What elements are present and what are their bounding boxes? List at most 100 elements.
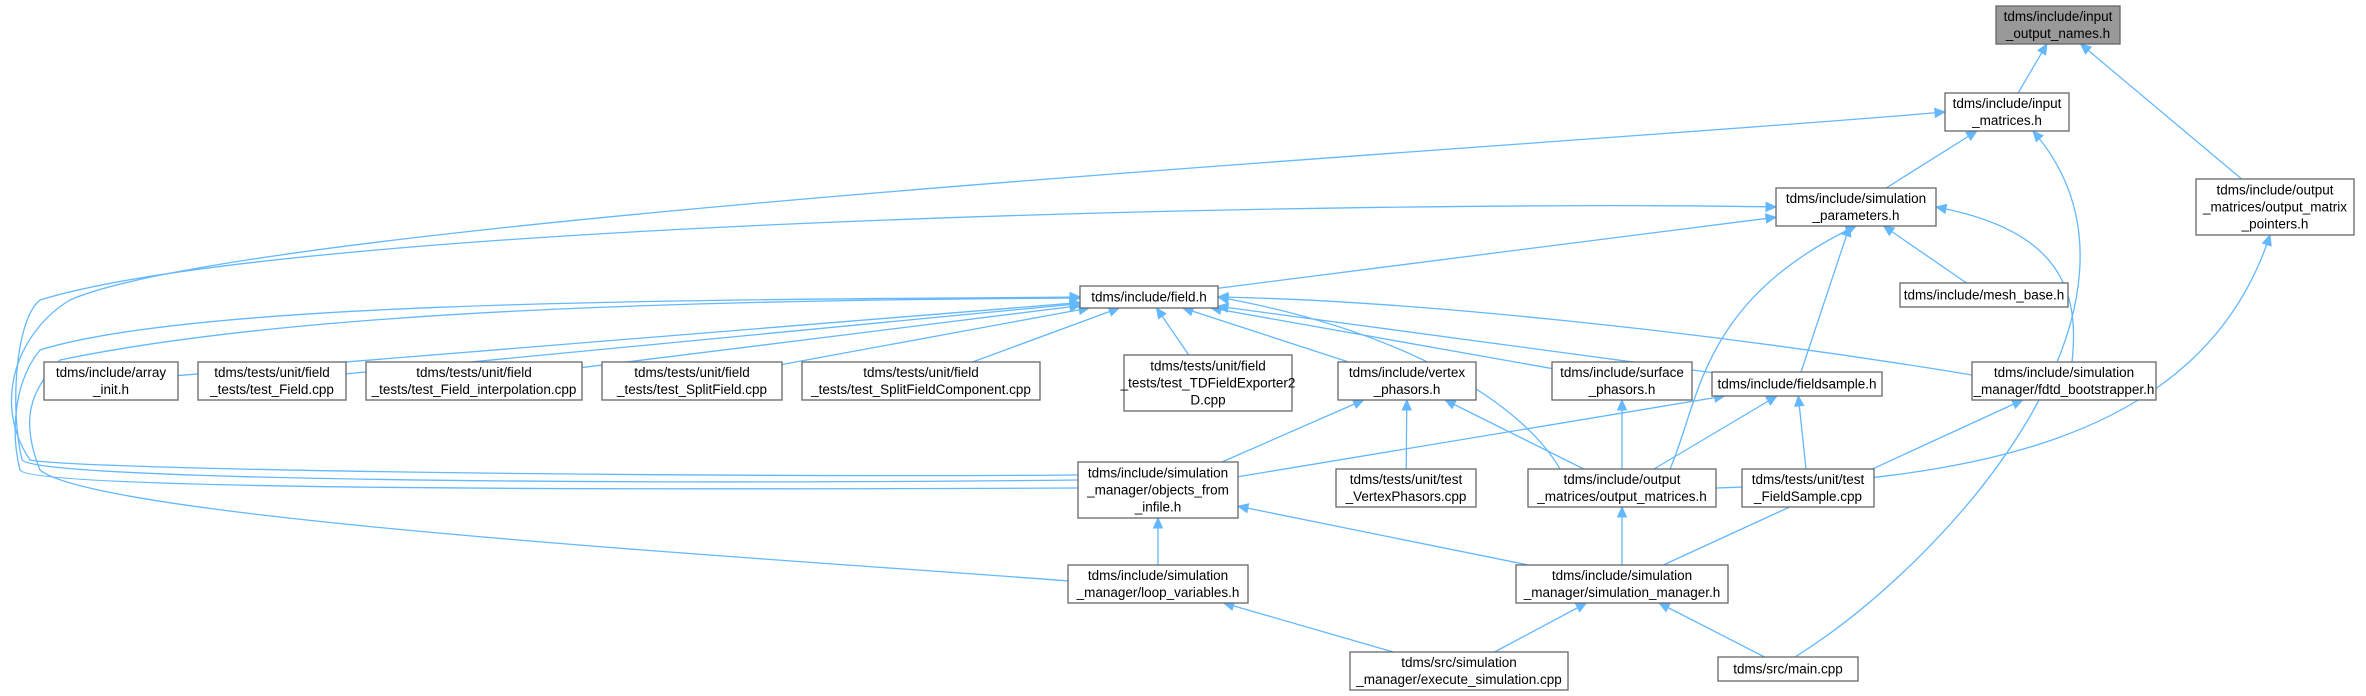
node-test-vertexphasors[interactable]: tdms/tests/unit/test_VertexPhasors.cpp [1335,468,1477,508]
edge-mesh_base-to-simulation_parameters [1882,225,1967,284]
edge-output_matrices-to-vertex_phasors [1444,399,1585,470]
edge-arrowhead [1616,505,1628,518]
node-test-tdfieldexporter[interactable]: tdms/tests/unit/field_tests/test_TDField… [1120,354,1296,412]
node-label: D.cpp [1190,393,1225,408]
node-label: _manager/simulation_manager.h [1523,585,1721,600]
edge-arrowhead [1236,503,1250,514]
node-fieldsample[interactable]: tdms/include/fieldsample.h [1711,371,1883,397]
edge-line [1885,130,1978,189]
edge-output_matrices-to-simulation_parameters [1669,225,1858,470]
node-label: tdms/include/simulation [1088,466,1228,481]
node-label: _phasors.h [1588,382,1656,397]
node-test-splitfield[interactable]: tdms/tests/unit/field_tests/test_SplitFi… [601,361,783,401]
edge-execute_simulation-to-simulation_manager [1494,602,1588,653]
edge-arrowhead [1934,107,1947,119]
edge-line [781,307,1090,366]
node-box [1741,468,1875,508]
edge-line [2080,43,2243,180]
node-label: _tests/test_Field_interpolation.cpp [371,382,577,397]
node-box [601,361,783,401]
node-box [1067,564,1249,604]
node-array-init[interactable]: tdms/include/array_init.h [43,361,179,401]
node-box [1944,92,2070,132]
edge-line [1182,307,1349,363]
node-box [365,361,583,401]
node-box [801,361,1041,401]
edge-simulation_manager-to-objects_from_infile [1236,503,1529,566]
edge-arrowhead [2010,399,2024,410]
node-label: tdms/include/vertex [1349,365,1466,380]
node-objects-from-infile[interactable]: tdms/include/simulation _manager/objects_… [1077,461,1239,519]
edge-line [1669,225,1857,470]
node-label: _manager/objects_from [1086,483,1229,498]
node-output-matrices[interactable]: tdms/include/output_matrices/output_matr… [1527,468,1717,508]
node-field[interactable]: tdms/include/field.h [1079,285,1219,309]
node-vertex-phasors[interactable]: tdms/include/vertex _phasors.h [1337,361,1477,401]
edge-execute_simulation-to-loop_variables [1222,600,1394,653]
edge-line [15,205,1777,483]
node-label: _output_names.h [2005,26,2110,41]
node-box [1515,564,1729,604]
node-simulation-parameters[interactable]: tdms/include/simulation_parameters.h [1775,187,1937,227]
node-label: tdms/src/simulation [1401,655,1517,670]
node-input-matrices[interactable]: tdms/include/input_matrices.h [1944,92,2070,132]
edge-line [1794,130,2081,658]
edge-arrowhead [1934,203,1948,215]
node-mesh-base[interactable]: tdms/include/mesh_base.h [1899,282,2069,308]
edge-output_matrices-to-fieldsample [1653,395,1778,470]
node-label: tdms/include/simulation [1786,191,1926,206]
node-box [2195,178,2355,236]
edge-line [1223,602,1394,653]
node-output-matrix-pointers[interactable]: tdms/include/output_matrices/output_matr… [2195,178,2355,236]
node-test-field-interp[interactable]: tdms/tests/unit/field_tests/test_Field_i… [365,361,583,401]
node-label: _tests/test_TDFieldExporter2 [1120,376,1296,391]
node-label: _matrices/output_matrices.h [1536,489,1707,504]
node-main[interactable]: tdms/src/main.cpp [1717,656,1859,682]
node-input-output-names[interactable]: tdms/include/input_output_names.h [1995,5,2121,45]
edge-line [1653,395,1778,470]
edge-arrowhead [2261,233,2272,247]
node-label: tdms/tests/unit/field [634,365,750,380]
edge-arrowhead [1216,293,1230,305]
edge-line [28,297,1081,582]
node-label: _infile.h [1134,500,1182,515]
edge-line [1800,225,1851,373]
edge-line [1237,505,1529,566]
node-label: _init.h [92,382,129,397]
edge-arrowhead [1658,602,1671,613]
node-test-splitfieldcomp[interactable]: tdms/tests/unit/field_tests/test_SplitFi… [801,361,1041,401]
node-box [1077,461,1239,519]
node-label: _manager/execute_simulation.cpp [1355,672,1562,687]
node-label: _pointers.h [2241,217,2309,232]
node-execute-simulation[interactable]: tdms/src/simulation _manager/execute_simu… [1349,651,1569,691]
node-label: tdms/include/field.h [1091,290,1207,305]
node-test-fieldsample[interactable]: tdms/tests/unit/test_FieldSample.cpp [1741,468,1875,508]
edge-objects_from_infile-to-input_matrices [10,107,1947,477]
node-label: _phasors.h [1373,382,1441,397]
edge-arrowhead [1616,398,1628,411]
node-label: _manager/loop_variables.h [1076,585,1240,600]
node-box [1971,361,2157,401]
node-fdtd-bootstrapper[interactable]: tdms/include/simulation_manager/fdtd_boo… [1971,361,2157,401]
edge-arrowhead [1444,399,1457,410]
node-label: _matrices/output_matrix [2202,200,2347,215]
node-simulation-manager[interactable]: tdms/include/simulation_manager/simulati… [1515,564,1729,604]
edge-output_matrices-to-surface_phasors [1616,398,1628,469]
node-label: tdms/include/simulation [1088,568,1228,583]
node-box [1079,285,1219,309]
nodes-layer: tdms/include/input_output_names.h tdms/in… [43,5,2355,691]
node-label: tdms/tests/unit/field [863,365,979,380]
edge-arrowhead [1216,302,1230,313]
edge-line [1405,399,1408,470]
edge-field-to-simulation_parameters [1217,213,1778,289]
edge-arrowhead [1152,516,1164,529]
node-label: _tests/test_Field.cpp [209,382,334,397]
node-test-field[interactable]: tdms/tests/unit/field_tests/test_Field.c… [197,361,347,401]
edge-line [10,111,1946,477]
edge-input_matrices-to-input_output_names [2017,42,2048,94]
edge-line [1217,296,1973,376]
node-surface-phasors[interactable]: tdms/include/surface_phasors.h [1551,361,1693,401]
node-loop-variables[interactable]: tdms/include/simulation _manager/loop_var… [1067,564,1249,604]
edge-loop_variables-to-objects_from_infile [1152,516,1164,565]
